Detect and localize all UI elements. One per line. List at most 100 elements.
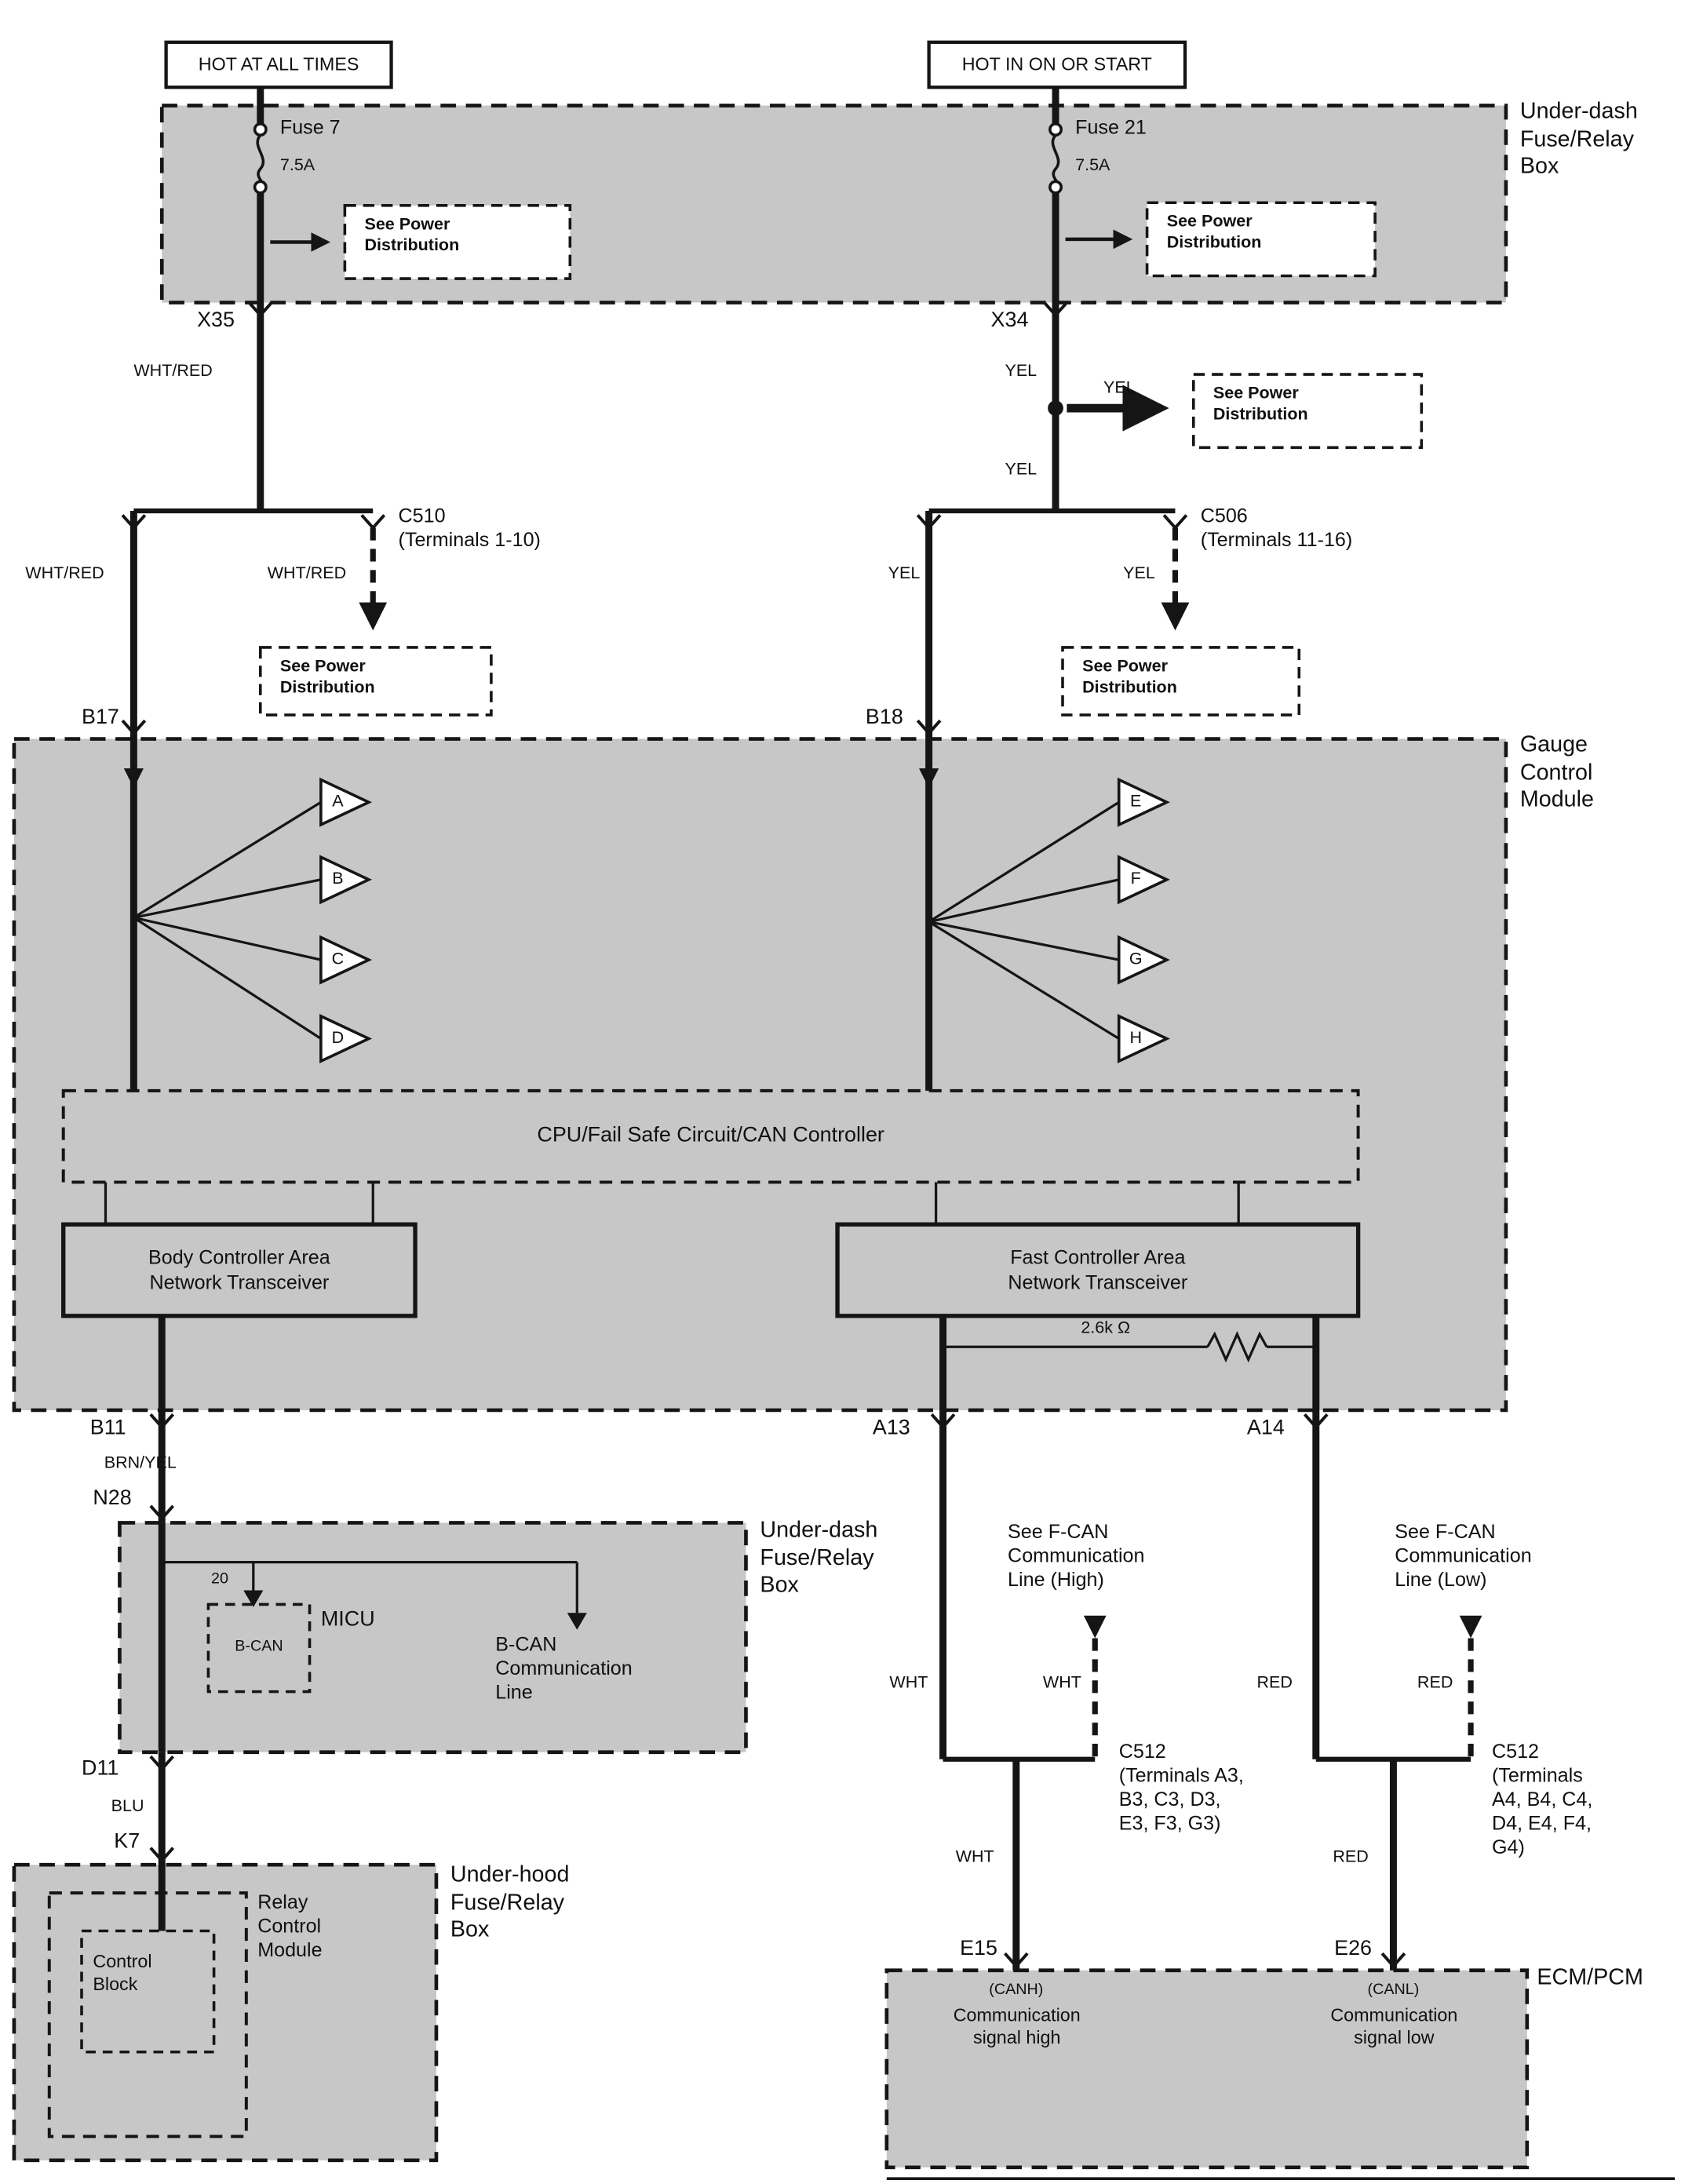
terminal-b17-label: B17	[82, 705, 119, 729]
wires-thick	[129, 87, 1397, 1971]
gauge-module-label: Gauge Control Module	[1519, 733, 1594, 812]
amp-fan-lines	[133, 800, 1120, 1040]
inner-boxes	[47, 1088, 1361, 2138]
amp-c-label: C	[331, 948, 345, 968]
fuse7-rating-label: 7.5A	[279, 155, 315, 175]
wire-color-yel-1: YEL	[1005, 360, 1037, 381]
hot-left-box	[164, 40, 393, 89]
bcan-box	[206, 1602, 312, 1694]
comm-signal-low-label: Communication signal low	[1330, 2004, 1458, 2048]
cpu-box	[61, 1088, 1360, 1184]
terminal-e26-label: E26	[1334, 1936, 1373, 1961]
underhood-label: Under-hood Fuse/Relay Box	[450, 1863, 570, 1942]
comm-signal-high-label: Communication signal high	[953, 2004, 1081, 2048]
relay-module-box	[47, 1891, 248, 2138]
body-can-box	[61, 1222, 418, 1318]
fcan-high-label: See F-CAN Communication Line (High)	[1008, 1519, 1145, 1591]
amp-e-label: E	[1130, 790, 1142, 811]
see-power-label-2: See Power Distribution	[1166, 211, 1262, 252]
ecm-box	[884, 1968, 1530, 2170]
amp-f-label: F	[1130, 868, 1141, 888]
resistor-label: 2.6k Ω	[1081, 1317, 1131, 1337]
bcan-label: B-CAN	[235, 1639, 283, 1656]
body-can-label: Body Controller Area Network Transceiver	[148, 1245, 330, 1293]
amp-triangle-icons	[319, 777, 1170, 1064]
underhood-box	[12, 1862, 439, 2163]
terminal-b11-label: B11	[89, 1416, 126, 1440]
wire-color-whtred-3: WHT/RED	[267, 563, 347, 583]
fuse21-label: Fuse 21	[1075, 115, 1147, 138]
fuse21-icon	[1048, 122, 1063, 137]
wire-color-whtred-2: WHT/RED	[25, 563, 104, 583]
ecm-pcm-label: ECM/PCM	[1537, 1966, 1643, 1990]
hot-at-all-times-label: HOT AT ALL TIMES	[198, 53, 359, 75]
see-power-label-4: See Power Distribution	[279, 655, 375, 697]
control-block-label: Control Block	[93, 1950, 152, 1994]
fuse7-icon	[253, 122, 268, 137]
wire-color-red-branch: RED	[1417, 1672, 1453, 1692]
wire-color-wht-branch: WHT	[1042, 1672, 1081, 1692]
terminal-x34-label: X34	[990, 308, 1029, 333]
thin-lines	[104, 1182, 1676, 2180]
hot-right-box	[927, 40, 1187, 89]
wire-color-red-e26: RED	[1333, 1846, 1369, 1867]
amp-b-label: B	[332, 868, 344, 888]
connector-chevron-icons	[121, 301, 1406, 1969]
wire-color-yel-2: YEL	[1005, 458, 1037, 479]
amp-h-label: H	[1129, 1027, 1143, 1048]
module-boxes	[12, 104, 1530, 2170]
terminal-a13-label: A13	[872, 1416, 910, 1440]
underdash-top-label: Under-dash Fuse/Relay Box	[1519, 100, 1638, 179]
see-power-boxes	[258, 201, 1424, 716]
see-power-label-5: See Power Distribution	[1082, 655, 1177, 697]
see-power-box-4	[258, 646, 493, 716]
gauge-module-box	[12, 737, 1508, 1413]
see-power-label-1: See Power Distribution	[364, 213, 460, 254]
terminal-e15-label: E15	[960, 1936, 997, 1961]
wire-color-whtred-1: WHT/RED	[133, 360, 213, 381]
canl-label: (CANL)	[1367, 1982, 1420, 1999]
wire-color-blu: BLU	[111, 1796, 144, 1816]
junction-lines	[133, 508, 1471, 1762]
fast-can-label: Fast Controller Area Network Transceiver	[1008, 1245, 1188, 1293]
amp-d-label: D	[331, 1027, 345, 1048]
yel-junction-dot	[1048, 400, 1063, 416]
fuse7-label: Fuse 7	[279, 115, 341, 138]
control-block-box	[80, 1929, 216, 2054]
see-power-label-3: See Power Distribution	[1213, 382, 1308, 424]
bcan-line-label: B-CAN Communication Line	[495, 1632, 633, 1704]
connector-c512-left-label: C512 (Terminals A3, B3, C3, D3, E3, F3, …	[1118, 1739, 1244, 1835]
resistor-icon	[1206, 1331, 1268, 1363]
see-power-box-5	[1061, 646, 1301, 716]
wire-color-wht-a13: WHT	[889, 1672, 928, 1692]
terminal-x35-label: X35	[197, 308, 235, 333]
see-power-box-2	[1145, 201, 1377, 278]
terminal-d11-label: D11	[82, 1756, 119, 1781]
cpu-label: CPU/Fail Safe Circuit/CAN Controller	[537, 1123, 884, 1148]
wire-color-wht-e15: WHT	[955, 1846, 994, 1867]
hot-boxes	[164, 40, 1187, 89]
fuse-symbols	[253, 122, 1063, 195]
terminal-k7-label: K7	[114, 1829, 140, 1854]
wire-color-yel-4: YEL	[1123, 563, 1155, 583]
connector-c506-label: C506 (Terminals 11-16)	[1200, 504, 1353, 551]
wire-color-brnyel: BRN/YEL	[104, 1452, 177, 1472]
connector-c512-right-label: C512 (Terminals A4, B4, C4, D4, E4, F4, …	[1491, 1739, 1593, 1858]
terminal-b18-label: B18	[865, 705, 903, 729]
wire-color-yel-arrow: YEL	[1103, 377, 1136, 397]
fast-can-box	[835, 1222, 1361, 1318]
underdash-mid-label: Under-dash Fuse/Relay Box	[760, 1519, 878, 1598]
pointer-arrows	[270, 229, 1169, 432]
micu-terminal-20-label: 20	[211, 1570, 228, 1588]
micu-label: MICU	[320, 1607, 375, 1632]
dashed-wires	[359, 527, 1474, 1759]
fcan-low-label: See F-CAN Communication Line (Low)	[1395, 1519, 1532, 1591]
terminal-n28-label: N28	[93, 1486, 132, 1511]
see-power-box-3	[1191, 373, 1424, 450]
wire-color-yel-3: YEL	[888, 563, 921, 583]
canh-label: (CANH)	[989, 1982, 1044, 1999]
wire-color-red-a14: RED	[1256, 1672, 1293, 1692]
amp-a-label: A	[332, 790, 344, 811]
